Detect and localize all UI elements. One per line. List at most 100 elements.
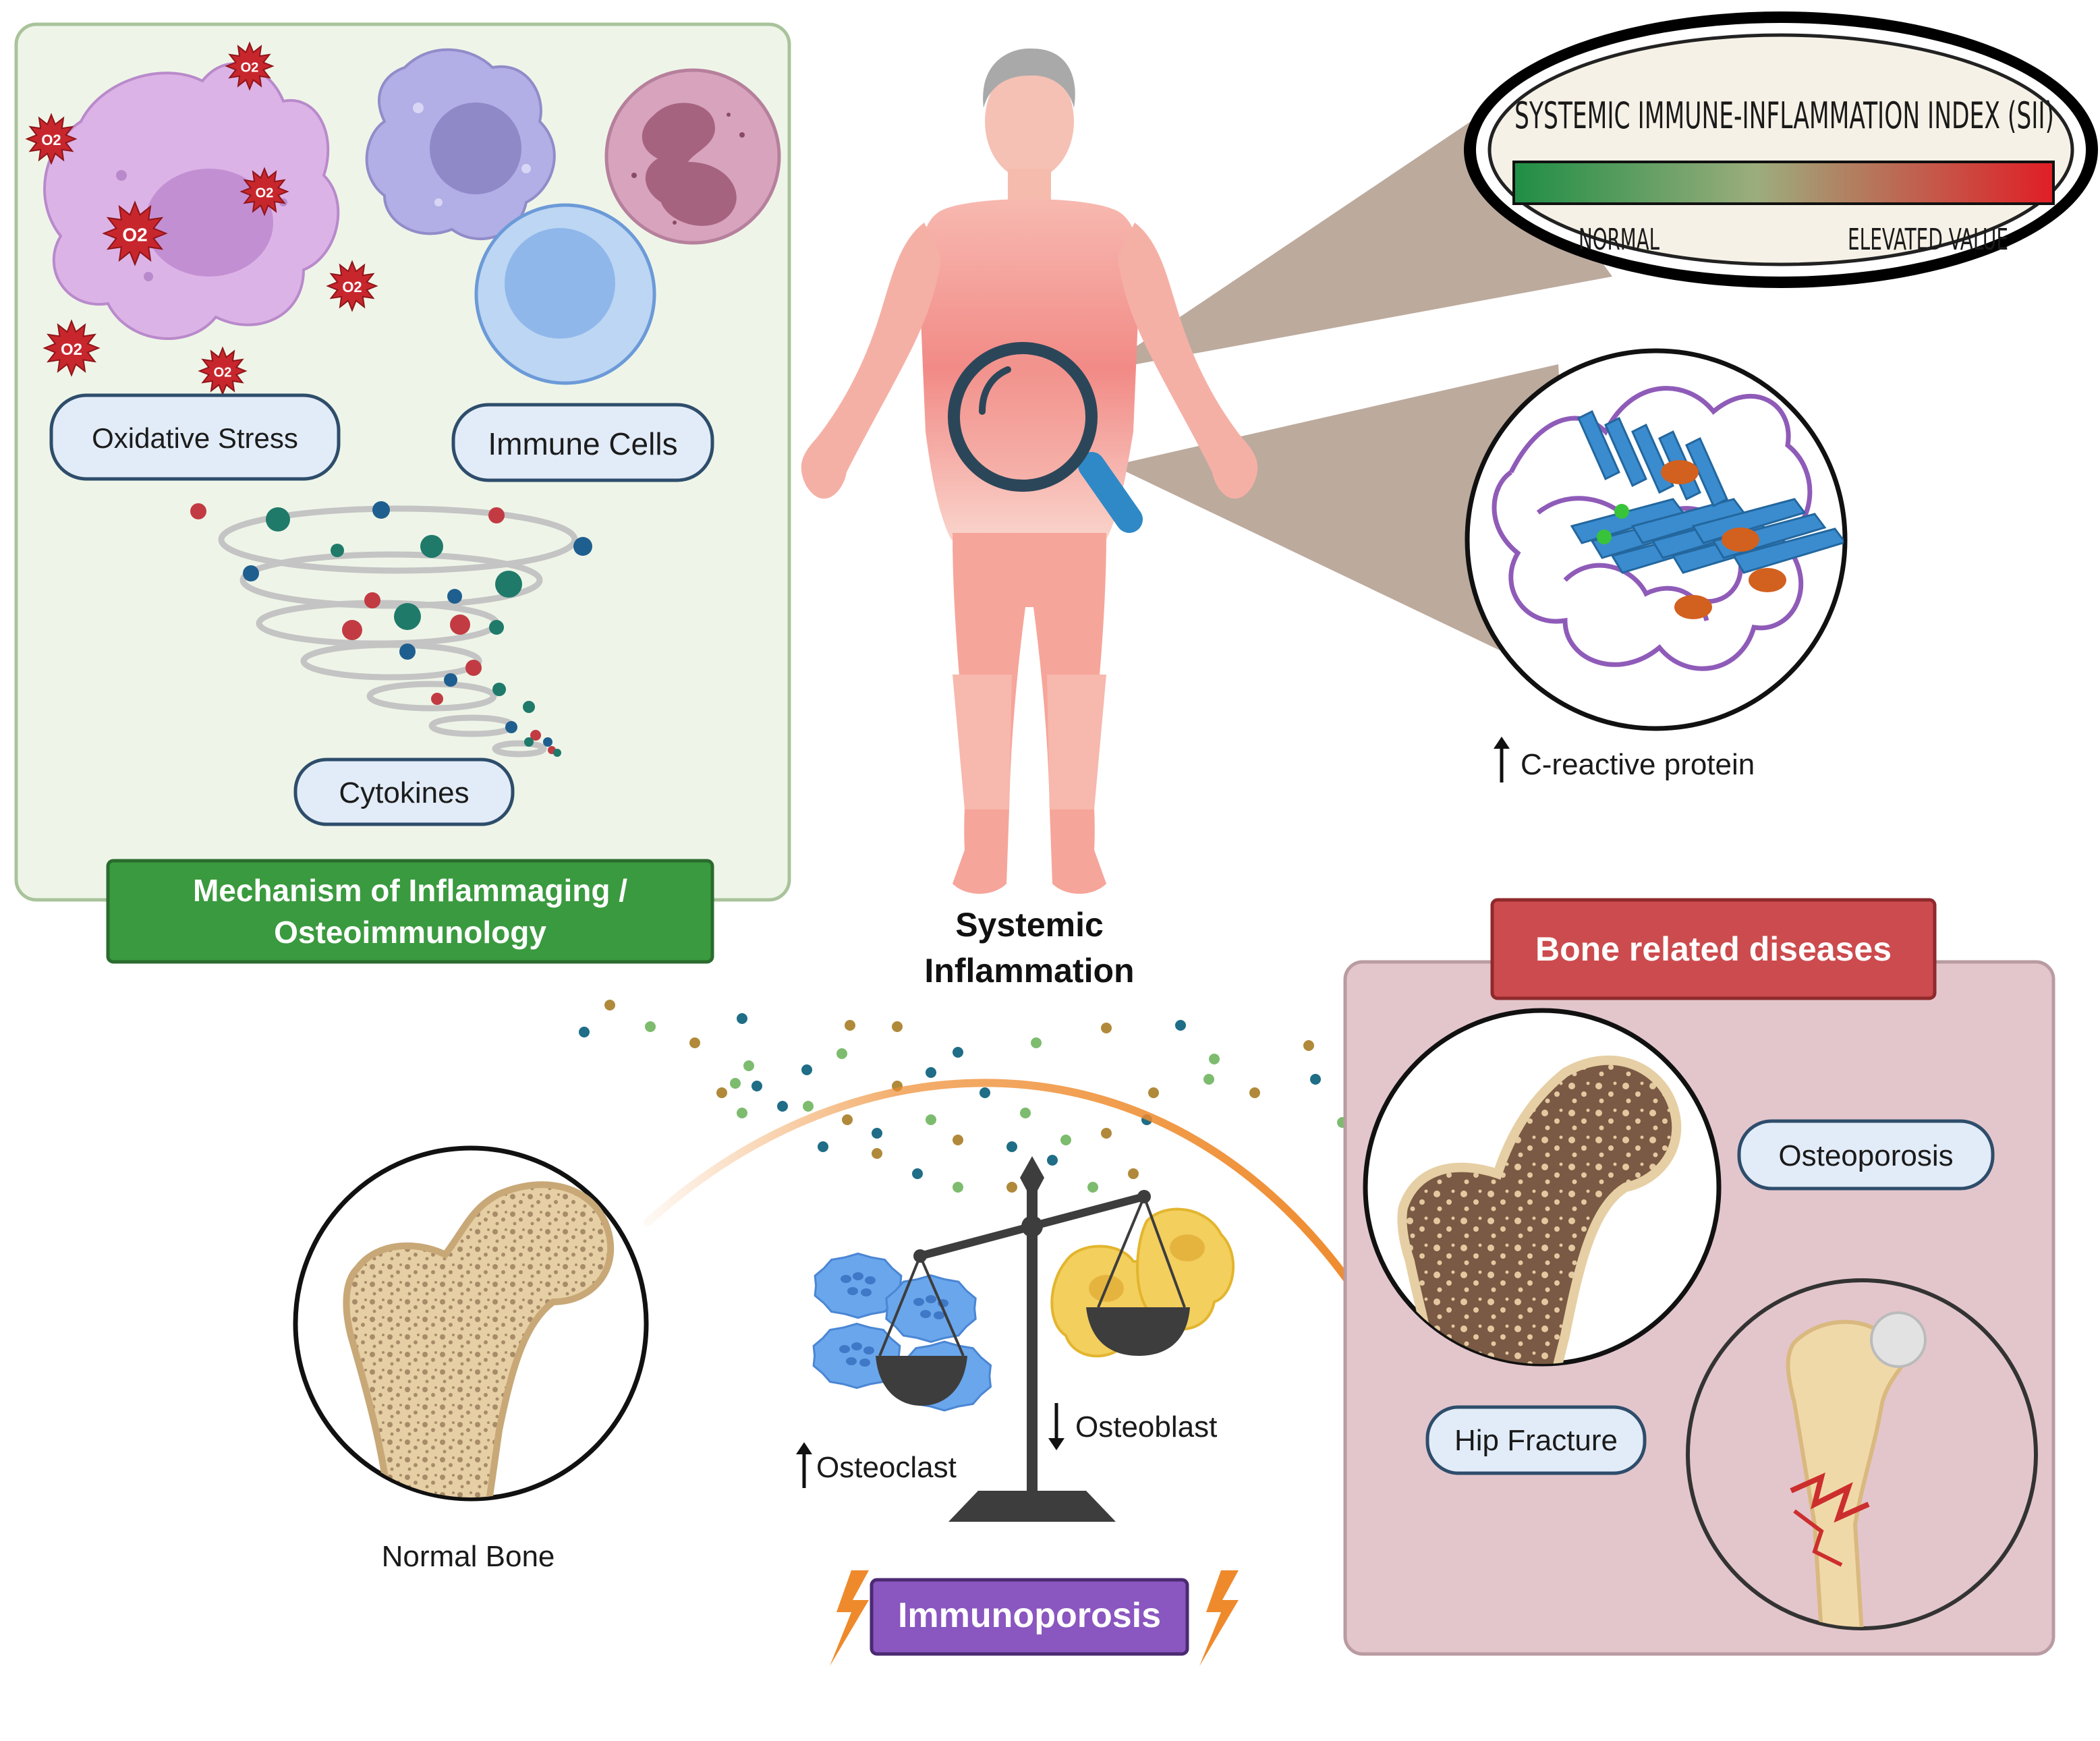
particle-dot-icon <box>1101 1023 1112 1033</box>
osteoclast-nucleus-icon <box>863 1346 874 1354</box>
granule-icon <box>727 113 731 117</box>
cytokine-dot-icon <box>431 693 443 705</box>
hip-fracture-label: Hip Fracture <box>1454 1424 1618 1457</box>
granule-icon <box>673 221 677 225</box>
cytokines-pill: Cytokines <box>293 758 515 826</box>
cytokine-dot-icon <box>488 507 505 523</box>
particle-dot-icon <box>1060 1135 1071 1145</box>
down-arrow-head-icon <box>1048 1438 1065 1450</box>
osteoclast-nucleus-icon <box>865 1276 876 1284</box>
osteoclast-cells-icon <box>812 1252 992 1412</box>
normal-bone-circle <box>293 1145 649 1502</box>
osteoclast-cell-icon <box>812 1322 901 1390</box>
immune-cells-pill: Immune Cells <box>451 403 714 482</box>
cytokine-dot-icon <box>372 501 390 519</box>
particle-dot-icon <box>645 1021 656 1032</box>
cytokine-dot-icon <box>523 701 535 713</box>
osteoblast-label: Osteoblast <box>1075 1410 1217 1444</box>
mechanism-title-line2: Osteoimmunology <box>274 915 546 950</box>
cytokine-dot-icon <box>342 620 362 640</box>
particle-dot-icon <box>845 1020 855 1031</box>
particle-dot-icon <box>737 1108 747 1118</box>
lymphocyte-nucleus-icon <box>505 228 615 339</box>
o2-label: O2 <box>256 186 274 201</box>
particle-dot-icon <box>604 1000 615 1010</box>
particle-dot-icon <box>1203 1074 1214 1085</box>
hip-fracture-pill: Hip Fracture <box>1425 1405 1647 1475</box>
particle-dot-icon <box>953 1047 963 1058</box>
cytokine-dot-icon <box>364 592 380 608</box>
particle-dot-icon <box>716 1087 727 1098</box>
crp-label-group: C-reactive protein <box>1494 737 1755 782</box>
osteoclast-label: Osteoclast <box>816 1451 957 1484</box>
o2-label: O2 <box>41 132 61 148</box>
vesicle-icon <box>144 272 153 281</box>
magnifier-icon <box>948 342 1143 533</box>
sii-normal-label: NORMAL <box>1579 223 1659 257</box>
particle-dot-icon <box>818 1141 828 1152</box>
immune-cells-label: Immune Cells <box>488 426 677 461</box>
o2-label: O2 <box>61 341 82 359</box>
cytokine-dot-icon <box>530 730 541 741</box>
osteoclast-nucleus-icon <box>926 1295 936 1303</box>
diseases-title-banner: Bone related diseases <box>1490 898 1937 1000</box>
cytokine-dot-icon <box>495 571 522 598</box>
osteoclast-nucleus-icon <box>920 1310 931 1318</box>
osteoclast-nucleus-icon <box>934 1311 944 1319</box>
osteoporosis-bone-circle <box>1363 1008 1722 1367</box>
o2-burst-icon <box>239 167 289 217</box>
particle-dot-icon <box>892 1021 903 1032</box>
particle-dot-icon <box>926 1114 936 1125</box>
o2-burst-icon <box>102 200 168 266</box>
vesicle-icon <box>116 170 127 181</box>
sii-index-oval: SYSTEMIC IMMUNE-INFLAMMATION INDEX (SII)… <box>1464 11 2098 288</box>
cytokine-dot-icon <box>243 565 259 581</box>
fracture-line-icon <box>1790 1473 1870 1523</box>
immunoporosis-label: Immunoporosis <box>898 1596 1161 1635</box>
osteoclast-nucleus-icon <box>839 1345 850 1353</box>
particle-dot-icon <box>912 1168 923 1179</box>
cytokine-dot-icon <box>266 507 290 532</box>
particle-dot-icon <box>953 1182 963 1193</box>
osteoclast-nucleus-icon <box>847 1287 858 1295</box>
particle-dot-icon <box>743 1060 754 1071</box>
osteoblast-label-group: Osteoblast <box>1048 1403 1217 1450</box>
particle-dot-icon <box>1175 1020 1186 1031</box>
particle-dot-icon <box>1101 1128 1112 1139</box>
particle-dot-icon <box>689 1037 700 1048</box>
balance-scale-icon <box>812 1156 1235 1522</box>
mechanism-title-line1: Mechanism of Inflammaging / <box>193 873 627 908</box>
cytokine-tornado-icon <box>190 501 592 758</box>
particle-dot-icon <box>1249 1087 1260 1098</box>
granule-icon <box>739 132 745 138</box>
particle-dot-icon <box>1006 1182 1017 1193</box>
granule-icon <box>434 198 443 206</box>
particle-dot-icon <box>1087 1182 1098 1193</box>
cytokine-dot-icon <box>492 683 506 696</box>
oxidative-stress-pill: Oxidative Stress <box>49 393 341 481</box>
fracture-line-icon <box>1793 1509 1843 1567</box>
cytokine-particles <box>579 1000 1348 1193</box>
o2-label: O2 <box>214 366 232 380</box>
particle-dot-icon <box>1047 1155 1058 1166</box>
cytokine-dot-icon <box>505 721 517 733</box>
cytokine-dot-icon <box>553 749 561 757</box>
crp-protein-circle <box>1465 348 1848 731</box>
osteoclast-cell-icon <box>814 1252 903 1319</box>
o2-burst-icon <box>25 113 78 165</box>
particle-dot-icon <box>980 1087 990 1098</box>
cytokine-dot-icon <box>420 535 443 558</box>
particle-dot-icon <box>1209 1054 1220 1064</box>
granule-icon <box>521 164 531 173</box>
particle-dot-icon <box>1303 1040 1314 1051</box>
osteoporotic-femur-icon <box>1397 1055 1682 1364</box>
cytokine-dot-icon <box>399 644 416 660</box>
neutrophil-nucleus-icon <box>642 103 737 226</box>
sii-elevated-label: ELEVATED VALUE <box>1848 223 2008 257</box>
particle-dot-icon <box>803 1101 814 1112</box>
cytokine-dot-icon <box>444 673 457 687</box>
osteoclast-nucleus-icon <box>846 1357 857 1365</box>
oxidative-stress-label: Oxidative Stress <box>92 422 298 454</box>
particle-dot-icon <box>872 1148 882 1159</box>
